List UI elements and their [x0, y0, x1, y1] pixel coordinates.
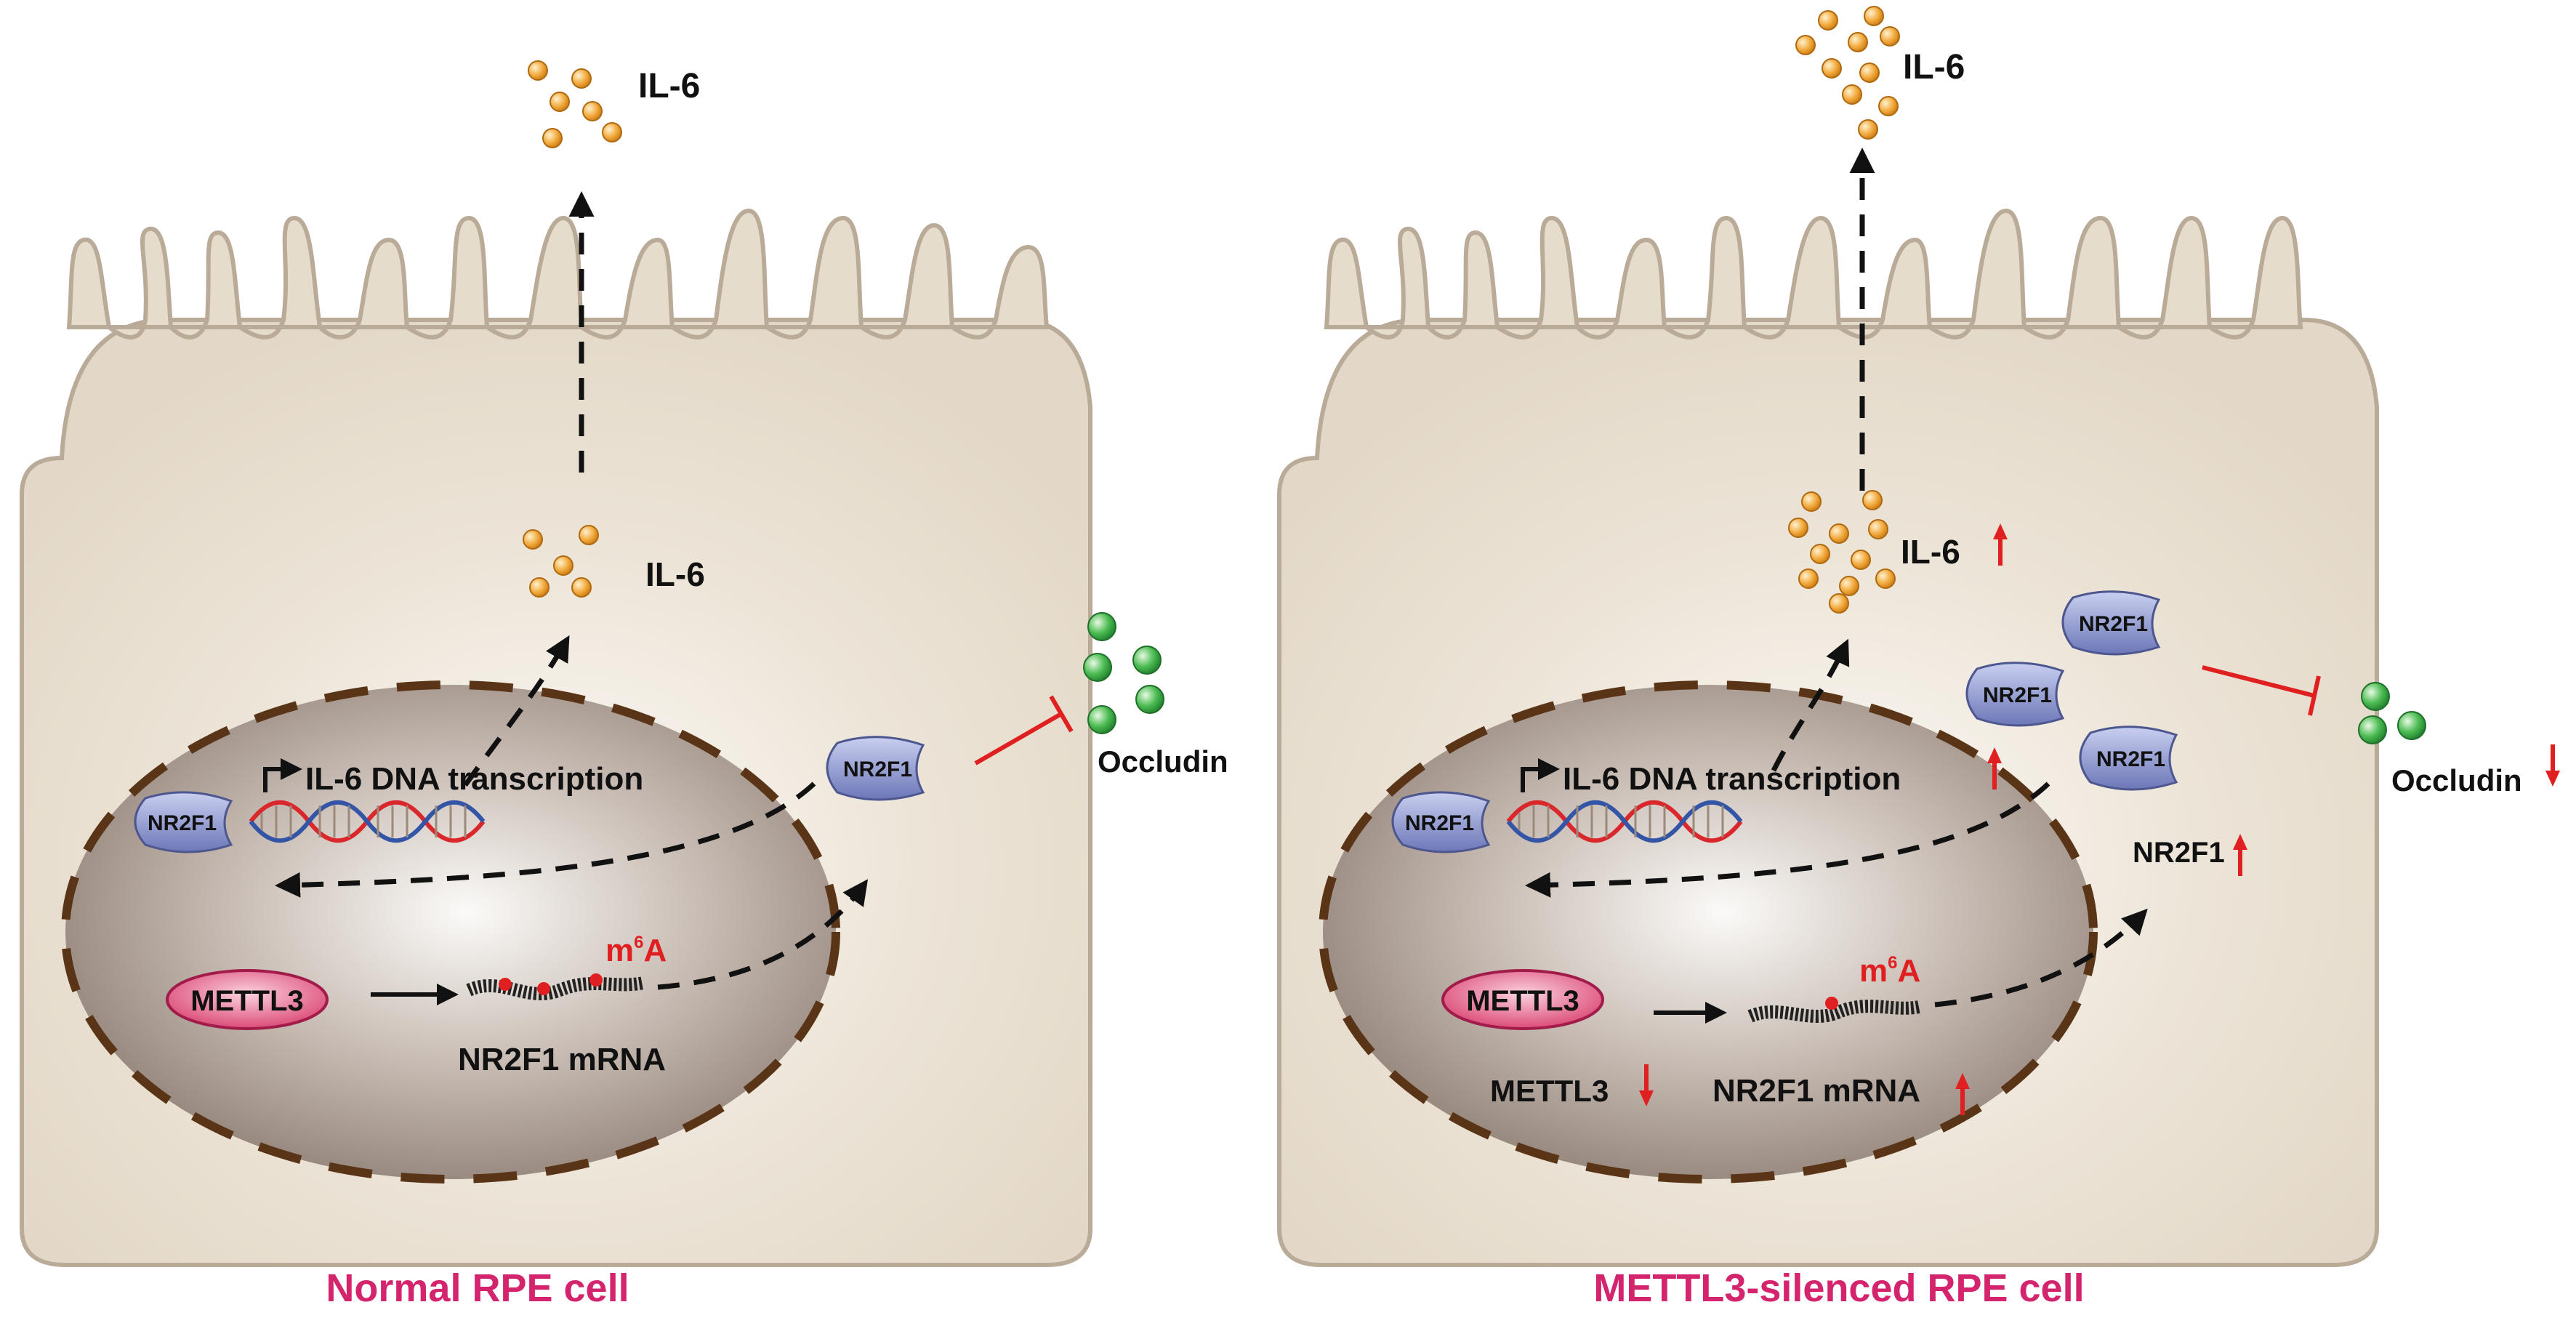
m6a-label: m6A	[1859, 953, 1920, 989]
occludin-label: Occludin	[1098, 744, 1228, 779]
trend-arrow-head	[1987, 747, 2002, 763]
dna-icon	[1506, 800, 1743, 843]
panel-mettl3-silenced: IL-6 IL-6 IL-6 DNA transcription NR2F1	[1277, 6, 2560, 1310]
trend-arrow-head	[1955, 1073, 1970, 1089]
m6a-sites	[499, 973, 603, 995]
nr2f1-increase-icon	[2233, 834, 2247, 876]
nucleus	[1319, 680, 2098, 1184]
inhibition-icon	[2202, 665, 2321, 716]
transcription-label: IL-6 DNA transcription	[305, 761, 643, 797]
nr2f1-cytoplasm-label: NR2F1	[843, 758, 912, 781]
mrna-strand-icon	[1747, 1000, 1920, 1023]
transcription-label: IL-6 DNA transcription	[1563, 761, 1901, 797]
occludin-particles	[1083, 612, 1164, 734]
microvilli	[1324, 208, 2303, 339]
il6-cytoplasm-label: IL-6	[645, 555, 705, 593]
nr2f1-nuclear-label: NR2F1	[148, 811, 217, 835]
transcription-start-icon	[1521, 758, 1560, 792]
nr2f1-nuclear: NR2F1	[134, 791, 233, 853]
translation-arrow	[657, 879, 869, 990]
nr2f1-level-label: NR2F1	[2133, 837, 2225, 869]
transcription-increase-icon	[1987, 747, 2002, 789]
nr2f1-cytoplasm-3: NR2F1	[2079, 726, 2178, 791]
nr2f1-cytoplasm-label: NR2F1	[1983, 683, 2052, 707]
occludin-decrease-icon	[2545, 744, 2560, 787]
il6-cytoplasm-particles	[523, 525, 599, 598]
transcription-start-icon	[263, 758, 302, 792]
il6-export-arrow	[463, 635, 570, 787]
mettl3-enzyme: METTL3	[166, 969, 329, 1030]
mrna-increase-icon	[1955, 1073, 1970, 1115]
trend-arrow-head	[2233, 834, 2247, 850]
m6a-label: m6A	[605, 933, 667, 968]
nr2f1-import-arrow	[275, 781, 816, 898]
il6-secreted-particles	[528, 60, 622, 148]
mrna-label: NR2F1 mRNA	[1712, 1073, 1920, 1109]
occludin-label: Occludin	[2391, 763, 2522, 797]
il6-increase-icon	[1993, 523, 2008, 566]
nr2f1-cytoplasm-label: NR2F1	[2096, 747, 2165, 771]
translation-arrow	[1934, 908, 2148, 1008]
mettl3-enzyme: METTL3	[1441, 969, 1604, 1030]
panel-normal: IL-6 IL-6 IL-6 DNA transcription NR2F1	[20, 60, 1228, 1310]
nr2f1-cytoplasm-1: NR2F1	[2061, 590, 2161, 656]
m6a-sites	[1825, 997, 1838, 1010]
trend-arrow-head	[1993, 523, 2008, 539]
nr2f1-nuclear: NR2F1	[1391, 791, 1491, 853]
panel-caption-normal: Normal RPE cell	[326, 1266, 629, 1310]
il6-cytoplasm-label: IL-6	[1901, 533, 1960, 571]
il6-secreted-particles	[1795, 6, 1900, 140]
nr2f1-cytoplasm-2: NR2F1	[1965, 662, 2065, 727]
mrna-strand-icon	[466, 976, 645, 1000]
nucleus	[61, 680, 840, 1184]
mrna-label: NR2F1 mRNA	[458, 1042, 666, 1077]
dna-icon	[249, 800, 486, 843]
inhibition-icon	[974, 695, 1074, 766]
mettl3-level-label: METTL3	[1490, 1074, 1609, 1108]
mettl3-label: METTL3	[1466, 985, 1579, 1017]
microvilli	[66, 208, 1050, 339]
mettl3-decrease-icon	[1639, 1064, 1654, 1106]
trend-arrow-head	[1639, 1090, 1654, 1106]
trend-arrow-head	[2545, 771, 2560, 787]
nr2f1-cytoplasm-1: NR2F1	[826, 736, 925, 801]
panel-caption-silenced: METTL3-silenced RPE cell	[1593, 1266, 2084, 1310]
nr2f1-cytoplasm-label: NR2F1	[2079, 612, 2148, 636]
il6-cytoplasm-particles	[1788, 490, 1896, 614]
mettl3-label: METTL3	[190, 985, 304, 1017]
il6-secreted-label: IL-6	[638, 67, 700, 105]
il6-export-arrow	[1771, 638, 1850, 772]
occludin-particles	[2358, 682, 2426, 744]
nr2f1-import-arrow	[1525, 781, 2050, 898]
nr2f1-nuclear-label: NR2F1	[1405, 811, 1474, 835]
il6-secreted-label: IL-6	[1903, 48, 1965, 87]
